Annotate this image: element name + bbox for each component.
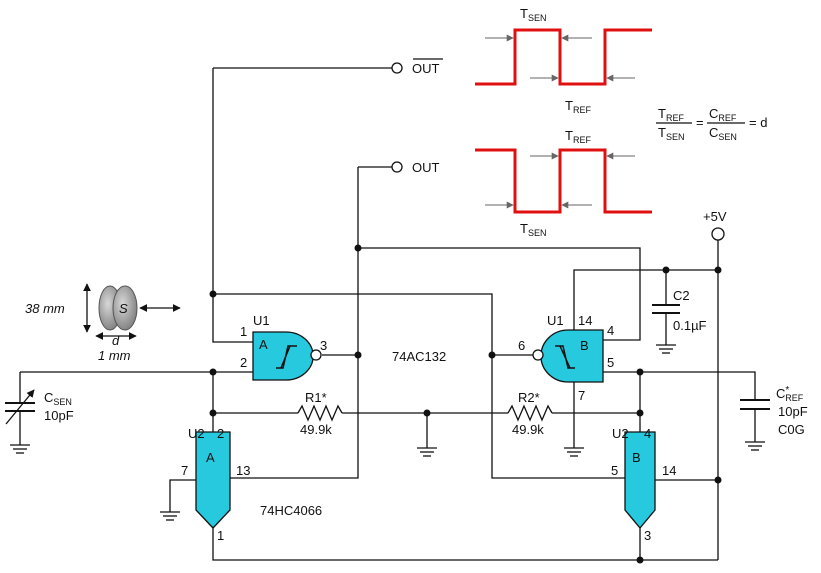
u2b-unit: B [632,450,641,465]
ratio-formula: TREF TSEN = CREF CSEN = d [656,106,767,142]
r2-name: R2* [518,390,540,405]
formula-cref: CREF [709,106,737,123]
c2-name: C2 [673,288,690,303]
u1b-pin14: 14 [578,313,592,328]
formula-tsen: TSEN [658,125,684,142]
capacitor-c2 [652,270,680,354]
u2-part: 74HC4066 [260,503,322,518]
formula-equals: = [696,115,704,130]
timing-arrows-bottom [485,152,635,209]
u2a-pin2: 2 [217,426,224,441]
formula-csen: CSEN [709,125,737,142]
u1-part: 74AC132 [392,349,446,364]
u1b-pin6: 6 [518,338,525,353]
u1b-unit: B [580,338,589,353]
u1b-pin4: 4 [607,323,614,338]
u1a-unit: A [259,337,268,352]
u2a-unit: A [206,450,215,465]
cref-label: C*REF [776,385,804,403]
timing-arrows-top [485,34,635,82]
u2a-ref: U2 [188,426,205,441]
u1a-pin1: 1 [240,324,247,339]
formula-equals-d: = d [749,115,767,130]
formula-tref: TREF [658,106,684,123]
ground-r-node [417,447,437,457]
r1-name: R1* [305,390,327,405]
tref-top-label: TREF [565,98,591,115]
tref-bottom-label: TREF [565,128,591,145]
c2-value: 0.1µF [673,318,707,333]
switch-u2b [624,431,656,530]
u2a-pin1: 1 [217,528,224,543]
u2b-pin14: 14 [662,463,676,478]
vcc-terminal [711,227,725,241]
out-bar-terminal [391,62,403,74]
tsen-top-label: TSEN [520,6,546,23]
gate-u1b [532,310,604,457]
sensor-gap-value: 1 mm [98,348,131,363]
out-bar-label: OUT [412,61,440,76]
u1b-ref: U1 [547,313,564,328]
junction-dots [209,244,722,564]
tsen-bottom-label: TSEN [520,221,546,238]
csen-label: CSEN [44,390,72,407]
r2-value: 49.9k [512,422,544,437]
resistor-r1 [297,404,343,422]
u2a-pin13: 13 [236,463,250,478]
u1a-pin2: 2 [240,355,247,370]
sensor-plates [83,283,181,340]
cref-dielectric: C0G [778,422,805,437]
sensor-gap-symbol: d [112,333,120,348]
u1b-pin5: 5 [607,355,614,370]
waveform-out [475,148,652,214]
u2b-pin3: 3 [644,528,651,543]
waveform-out-bar [475,28,652,86]
capacitor-cref [740,399,770,451]
cref-value: 10pF [778,404,808,419]
switch-u2a [160,431,231,529]
u1a-pin3: 3 [320,338,327,353]
capacitor-csen [5,372,35,454]
u2a-pin7: 7 [181,463,188,478]
out-label: OUT [412,160,440,175]
resistor-r2 [507,404,553,422]
u1b-pin7: 7 [578,388,585,403]
r1-value: 49.9k [300,422,332,437]
vcc-label: +5V [703,209,727,224]
sensor-height: 38 mm [25,301,65,316]
u2b-pin5: 5 [611,463,618,478]
u1a-ref: U1 [253,313,270,328]
gate-u1a [252,331,322,381]
u2b-ref: U2 [612,426,629,441]
sensor-label: S [119,301,128,316]
csen-value: 10pF [44,408,74,423]
u2b-pin4: 4 [644,426,651,441]
out-terminal [391,161,403,173]
